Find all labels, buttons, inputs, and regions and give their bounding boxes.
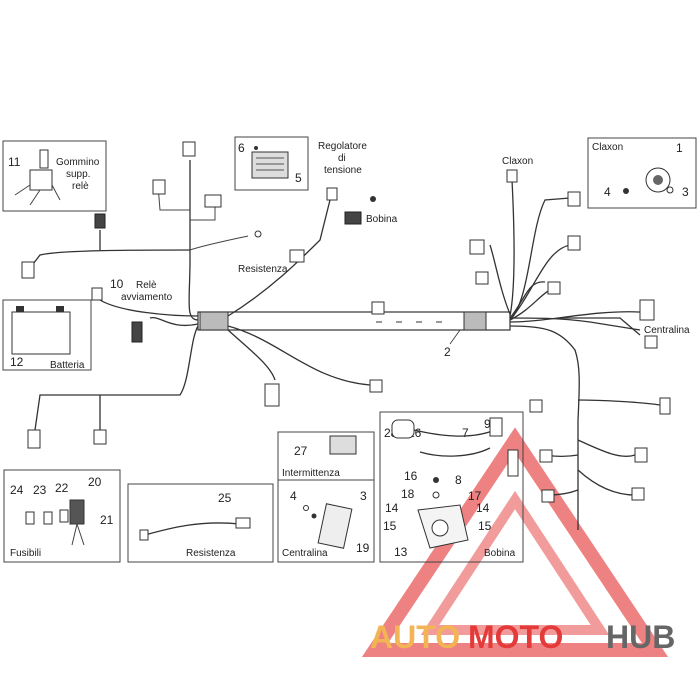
panel-gommino: 11 Gommino supp. relè [2,140,107,212]
part-number-3b: 3 [360,489,367,503]
connectors [21,141,671,503]
panel-bobina: 28 26 7 9 8 16 17 18 14 14 15 15 13 Bobi… [379,411,524,563]
part-number-6: 6 [238,141,245,155]
regolatore-line2: di [338,153,346,164]
part-number-24: 24 [10,483,24,497]
gommino-line3: relè [72,181,89,192]
panel-regolatore: 6 5 [234,136,309,191]
part-number-21: 21 [100,513,114,527]
part-number-19: 19 [356,541,370,555]
part-number-23: 23 [33,483,47,497]
part-number-1: 1 [676,141,683,155]
part-number-15a: 15 [383,519,397,533]
part-number-4b: 4 [290,489,297,503]
part-number-22: 22 [55,481,69,495]
rele-label-line1: Relè [136,280,157,291]
rele-label-line2: avviamento [121,292,173,303]
resistenza-box-label: Resistenza [186,548,236,559]
part-number-8: 8 [455,473,462,487]
regolatore-line1: Regolatore [318,141,367,152]
panel-fusibili: 24 23 22 20 21 Fusibili [3,469,121,563]
part-number-3: 3 [682,185,689,199]
part-number-14a: 14 [385,501,399,515]
panel-centralina: 4 3 19 Centralina [277,479,375,563]
claxon-label: Claxon [502,156,533,167]
watermark-moto: MOTO [468,619,563,655]
intermittenza-label: Intermittenza [282,468,340,479]
part-number-5: 5 [295,171,302,185]
panel-resistenza: 25 Resistenza [127,483,274,563]
centralina-box-label: Centralina [282,548,328,559]
resistenza-label: Resistenza [238,264,288,275]
part-number-17: 17 [468,489,482,503]
part-number-9: 9 [484,417,491,431]
panel-intermittenza: 27 Intermittenza [277,431,375,481]
batteria-label: Batteria [50,360,85,371]
bobina-box-label: Bobina [484,548,516,559]
watermark-text: AUTO MOTO HUB [370,619,675,655]
main-harness [197,301,641,530]
watermark-auto: AUTO [370,619,460,655]
gommino-line2: supp. [66,169,90,180]
harness-wires-right [489,179,661,496]
gommino-line1: Gommino [56,157,100,168]
panel-batteria: 12 Batteria [2,299,92,371]
part-number-16: 16 [404,469,418,483]
part-number-rele: 10 [110,277,124,291]
part-number-11: 11 [8,155,21,169]
watermark-hub: HUB [606,619,675,655]
part-number-harness: 2 [444,345,451,359]
part-number-18: 18 [401,487,415,501]
claxon-box-title: Claxon [592,142,623,153]
centralina-label: Centralina [644,325,690,336]
part-number-13: 13 [394,545,408,559]
fusibili-label: Fusibili [10,548,41,559]
part-number-7: 7 [462,426,469,440]
part-number-27: 27 [294,444,308,458]
harness-wires-left [29,160,371,431]
part-number-4: 4 [604,185,611,199]
part-number-20: 20 [88,475,102,489]
part-number-25: 25 [218,491,232,505]
part-number-12: 12 [10,355,24,369]
panel-claxon: Claxon 1 4 3 [587,137,697,209]
bobina-label: Bobina [366,214,398,225]
part-number-15b: 15 [478,519,492,533]
part-number-14b: 14 [476,501,490,515]
regolatore-line3: tensione [324,165,362,176]
regolatore-label: Regolatore di tensione [318,141,367,176]
